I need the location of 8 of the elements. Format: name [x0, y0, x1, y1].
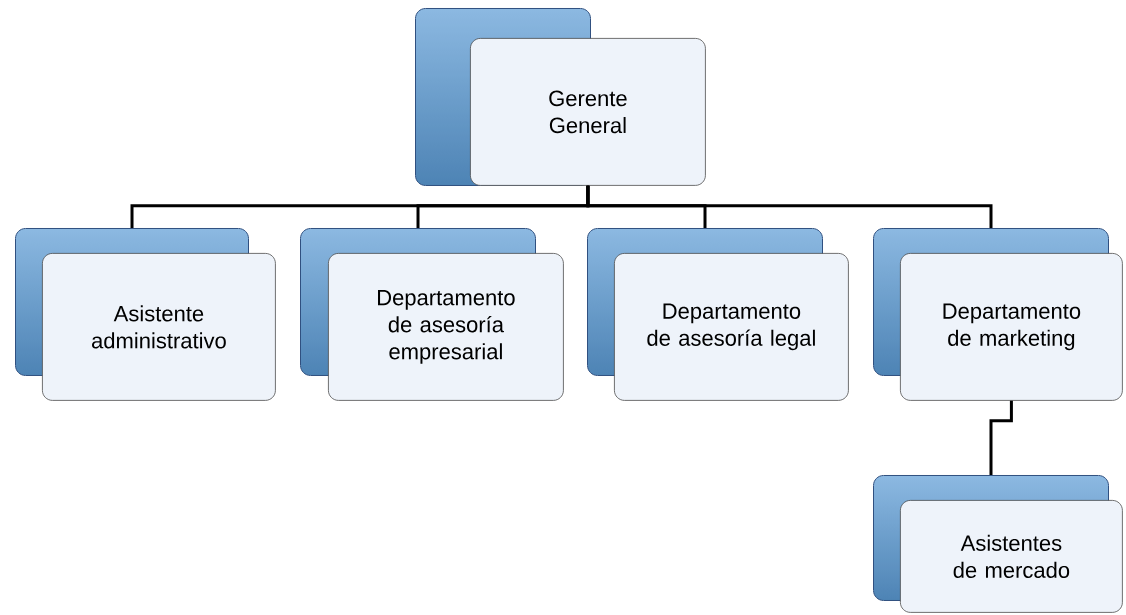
org-box: Gerente General	[470, 38, 706, 186]
org-box: Departamento de asesoría empresarial	[328, 253, 564, 401]
connector-line	[586, 185, 993, 228]
org-box: Departamento de marketing	[900, 253, 1123, 401]
org-box: Asistentes de mercado	[900, 500, 1123, 613]
org-box: Asistente administrativo	[42, 253, 276, 401]
org-box: Departamento de asesoría legal	[614, 253, 849, 401]
connector-line	[989, 400, 1013, 475]
